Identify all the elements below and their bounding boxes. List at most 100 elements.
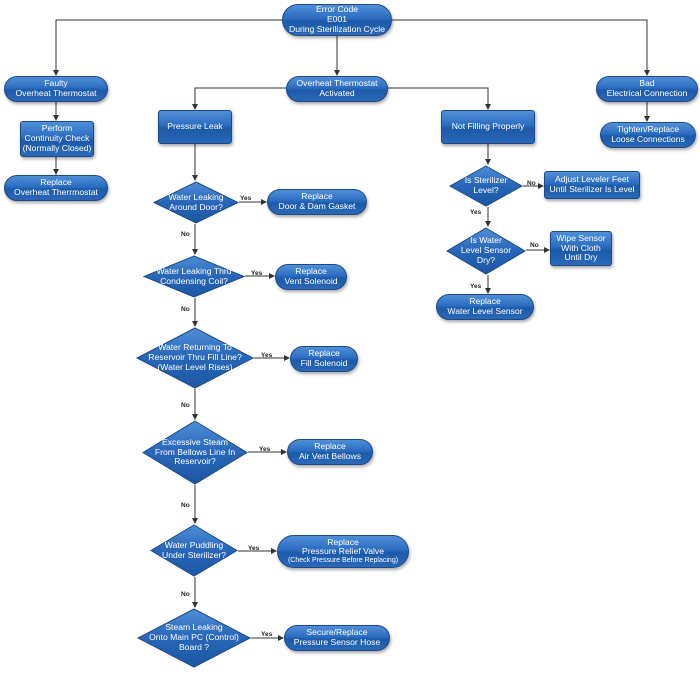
- node-text-line: Under Sterilizer?: [162, 549, 226, 560]
- node-text-line: Electrical Connection: [606, 88, 688, 98]
- node-text-line: Air Vent Bellows: [298, 451, 362, 461]
- decision-diamond-shape: [446, 227, 526, 275]
- node-text-line: Level?: [473, 185, 499, 195]
- node-text-line: Overheat Thermostat: [296, 78, 378, 89]
- pressure-leak-node: Pressure Leak: [158, 110, 232, 144]
- decision-diamond-shape: [150, 524, 238, 577]
- node-text-line: Replace: [40, 177, 72, 188]
- node-text-line: Is Sterilizer: [464, 175, 508, 186]
- node-text-line: Overheat Therrmostat: [14, 187, 98, 197]
- node-text-line: Adjust Leveler Feet: [554, 174, 630, 185]
- decision-diamond-shape: [142, 420, 248, 485]
- node-text-line: Replace: [308, 348, 340, 359]
- edge-label-no: No: [181, 402, 190, 409]
- node-note: (Check Pressure Before Replacing): [287, 557, 399, 565]
- edge-label-yes: Yes: [259, 446, 271, 453]
- node-text-line: Replace: [327, 536, 359, 547]
- edge-label-yes: Yes: [251, 270, 263, 277]
- decision-diamond-shape: [448, 165, 524, 207]
- connector-to-bad-electrical: [392, 19, 650, 76]
- edge-label-no: No: [530, 242, 539, 249]
- edge-label-no: No: [527, 180, 536, 187]
- node-text-line: Faulty: [44, 78, 68, 89]
- decision-diamond: [448, 165, 524, 207]
- node-text-line: Activated: [319, 88, 355, 98]
- decision-diamond-shape: [135, 327, 255, 389]
- node-text-line: Level Sensor: [460, 245, 512, 256]
- edge-label-no: No: [181, 231, 190, 238]
- decision-diamond: [150, 524, 238, 577]
- node-text-line: Water Leaking: [168, 191, 224, 202]
- node-text-line: Wipe Sensor: [556, 232, 606, 243]
- decision-diamond: [446, 227, 526, 275]
- node-text-line: Pressure Sensor Hose: [293, 637, 381, 647]
- node-text-line: Error Code: [315, 4, 359, 15]
- node-text-line: Door & Dam Gasket: [278, 201, 356, 211]
- not-filling-node: Not Filling Properly: [441, 110, 535, 144]
- node-text-line: Water Returning To: [158, 342, 232, 353]
- node-text-line: Replace: [295, 266, 327, 277]
- node-text-line: Continuity Check: [24, 133, 90, 144]
- node-text-line: Excessive Steam: [162, 436, 228, 447]
- connector-to-faulty-thermostat: [53, 19, 282, 76]
- node-text-line: Overheat Thermostat: [15, 88, 97, 98]
- decision-diamond: [142, 255, 246, 298]
- node-text-line: Dry?: [476, 254, 496, 265]
- node-text-line: Board ?: [178, 641, 210, 652]
- node-text-line: Water Puddling: [164, 539, 224, 550]
- node-text-line: Replace: [301, 191, 333, 202]
- connector-to-not-filling: [388, 87, 491, 110]
- node-text-line: Condensing Coil?: [160, 275, 228, 286]
- decision-diamond-shape: [142, 255, 246, 298]
- node-text-line: Pressure Leak: [167, 121, 223, 132]
- edge-label-yes: Yes: [261, 631, 273, 638]
- node-text-line: Secure/Replace: [306, 627, 368, 638]
- node-text-line: Water Leaking Thru: [156, 265, 232, 276]
- node-text-line: Fill Solenoid: [300, 358, 348, 368]
- node-text-line: Replace: [469, 296, 501, 307]
- node-text-line: Steam Leaking: [165, 622, 223, 633]
- node-text-line: Water Level Sensor: [447, 306, 523, 316]
- node-text-line: Bad: [639, 78, 655, 89]
- decision-diamond-shape: [136, 608, 252, 668]
- node-text-line: Tighten/Replace: [616, 124, 680, 135]
- edge-label-no: No: [181, 502, 190, 509]
- decision-diamond: [135, 327, 255, 389]
- node-text-line: Until Dry: [564, 252, 598, 263]
- node-text-line: With Cloth: [561, 242, 601, 253]
- edge-label-yes: Yes: [261, 352, 273, 359]
- node-text-line: Perform: [41, 123, 73, 134]
- decision-diamond: [142, 420, 248, 485]
- node-text-line: Around Door?: [169, 201, 223, 212]
- node-text-line: Loose Connections: [611, 134, 685, 144]
- edge-label-yes: Yes: [470, 283, 482, 290]
- node-text-line: (Water Level Rises): [157, 361, 233, 372]
- node-text-line: From Bellows Line In: [154, 446, 236, 457]
- node-text-line: E001: [326, 14, 348, 25]
- node-text-line: During Sterilization Cycle: [289, 23, 385, 34]
- node-text-line: Until Sterilizer Is Level: [549, 184, 635, 194]
